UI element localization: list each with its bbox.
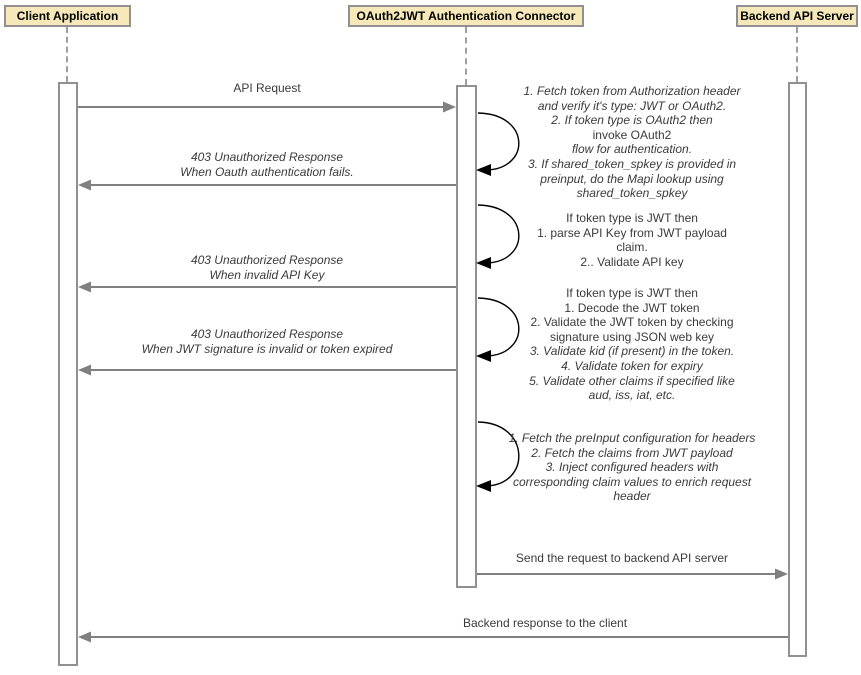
self-loop-parse-apikey [477, 204, 520, 264]
note-line: 5. Validate other claims if specified li… [529, 373, 735, 388]
note-line: 1. parse API Key from JWT payload [537, 225, 727, 240]
label-backend-response: Backend response to the client [462, 616, 628, 630]
note-line: 1. Fetch the preInput configuration for … [508, 431, 756, 445]
note-line: 2. If token type is OAuth2 then [551, 113, 713, 128]
arrowhead-left-icon [78, 281, 91, 293]
note-line: 3. Inject configured headers with [545, 460, 719, 475]
note-header-enrichment: 1. Fetch the preInput configuration for … [487, 431, 777, 504]
lifeline-client [66, 27, 68, 82]
note-line: invoke OAuth2 [592, 127, 672, 142]
activation-backend [788, 82, 807, 657]
loop-arrowhead-icon [476, 257, 491, 269]
label-403-oauth-fail: 403 Unauthorized Response When Oauth aut… [180, 150, 354, 179]
note-line: 2. Validate the JWT token by checking [530, 315, 734, 330]
note-line: shared_token_spkey [576, 186, 688, 201]
note-line: 2.. Validate API key [580, 254, 684, 269]
label-api-request: API Request [233, 81, 301, 95]
loop-arrowhead-icon [476, 350, 491, 362]
activation-connector [456, 85, 477, 588]
note-line: 1. Fetch token from Authorization header [523, 84, 741, 98]
note-token-verification: 1. Fetch token from Authorization header… [487, 84, 777, 201]
label-403-invalid-key: 403 Unauthorized Response When invalid A… [190, 253, 344, 282]
note-line: signature using JSON web key [549, 329, 715, 344]
self-loop-enrich-headers [477, 421, 520, 487]
arrowhead-left-icon [78, 364, 91, 376]
participant-backend-api-server: Backend API Server [736, 5, 858, 27]
note-line: 3. Validate kid (if present) in the toke… [529, 344, 735, 359]
lifeline-backend [796, 27, 798, 82]
label-send-backend: Send the request to backend API server [515, 551, 729, 565]
note-line: aud, iss, iat, etc. [588, 388, 676, 403]
note-line: If token type is JWT then [566, 286, 698, 300]
self-loop-verify-token [477, 112, 520, 171]
arrowhead-left-icon [78, 179, 91, 191]
note-line: 4. Validate token for expiry [561, 358, 703, 373]
note-line: header [613, 489, 651, 504]
arrowhead-left-icon [78, 631, 91, 643]
note-line: 3. If shared_token_spkey is provided in [527, 156, 737, 171]
arrowhead-right-icon [775, 568, 788, 580]
participant-oauth2jwt-connector: OAuth2JWT Authentication Connector [348, 5, 584, 27]
loop-arrowhead-icon [476, 164, 491, 176]
arrowhead-right-icon [443, 101, 456, 113]
participant-client-application: Client Application [4, 5, 131, 27]
activation-client [58, 82, 78, 666]
note-line: flow for authentication. [571, 142, 693, 157]
note-line: 2. Fetch the claims from JWT payload [531, 445, 733, 460]
label-403-jwt-invalid: 403 Unauthorized Response When JWT signa… [141, 327, 393, 356]
loop-arrowhead-icon [476, 480, 491, 492]
note-line: and verify it's type: JWT or OAuth2. [537, 98, 727, 113]
note-line: corresponding claim values to enrich req… [512, 474, 752, 489]
note-line: preinput, do the Mapi lookup using [540, 171, 724, 186]
note-line: 1. Decode the JWT token [564, 300, 700, 315]
note-line: claim. [616, 240, 648, 255]
lifeline-connector [465, 27, 467, 85]
self-loop-validate-jwt [477, 297, 520, 357]
note-line: If token type is JWT then [566, 211, 698, 225]
